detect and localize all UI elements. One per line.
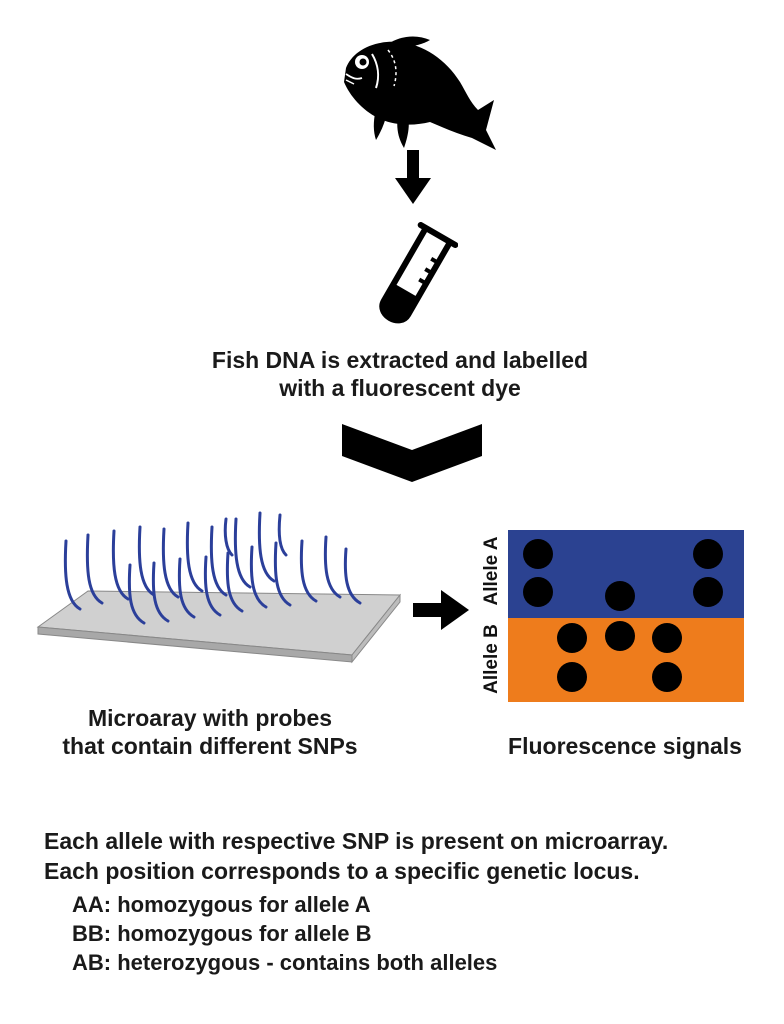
genotype-key-aa: AA: homozygous for allele A [72,892,371,917]
signal-dot [693,577,723,607]
signal-dot [557,662,587,692]
signal-dot [605,621,635,651]
microarray-illustration [36,511,402,664]
genotype-key-bb: BB: homozygous for allele B [72,921,372,946]
extraction-caption-line-2: with a fluorescent dye [279,375,521,401]
chevron-down-icon [342,424,482,482]
signal-dot [652,623,682,653]
signal-dot [523,577,553,607]
microarray-caption-line-1: Microaray with probes [87,705,333,731]
allele-b-label: Allele B [481,624,502,694]
microarray-caption: Microaray with probes that contain diffe… [30,704,390,760]
microarray-caption-line-2: that contain different SNPs [62,733,358,759]
test-tube-icon [379,222,458,324]
signal-dot [557,623,587,653]
fluorescence-panel [508,530,744,702]
signal-dot [693,539,723,569]
down-arrow-icon [395,150,431,204]
extraction-caption-line-1: Fish DNA is extracted and labelled [211,347,589,373]
fish-icon [344,36,496,150]
signal-dot [652,662,682,692]
allele-a-label: Allele A [481,536,502,606]
signals-caption: Fluorescence signals [508,733,742,759]
signal-dot [523,539,553,569]
explanation-notes: Each allele with respective SNP is prese… [44,826,668,977]
genotype-key-ab: AB: heterozygous - contains both alleles [72,950,498,975]
extraction-caption: Fish DNA is extracted and labelled with … [170,346,630,402]
note-line: Each position corresponds to a specific … [44,858,640,884]
signal-dot [605,581,635,611]
note-line: Each allele with respective SNP is prese… [44,828,669,854]
right-arrow-icon [413,590,469,630]
